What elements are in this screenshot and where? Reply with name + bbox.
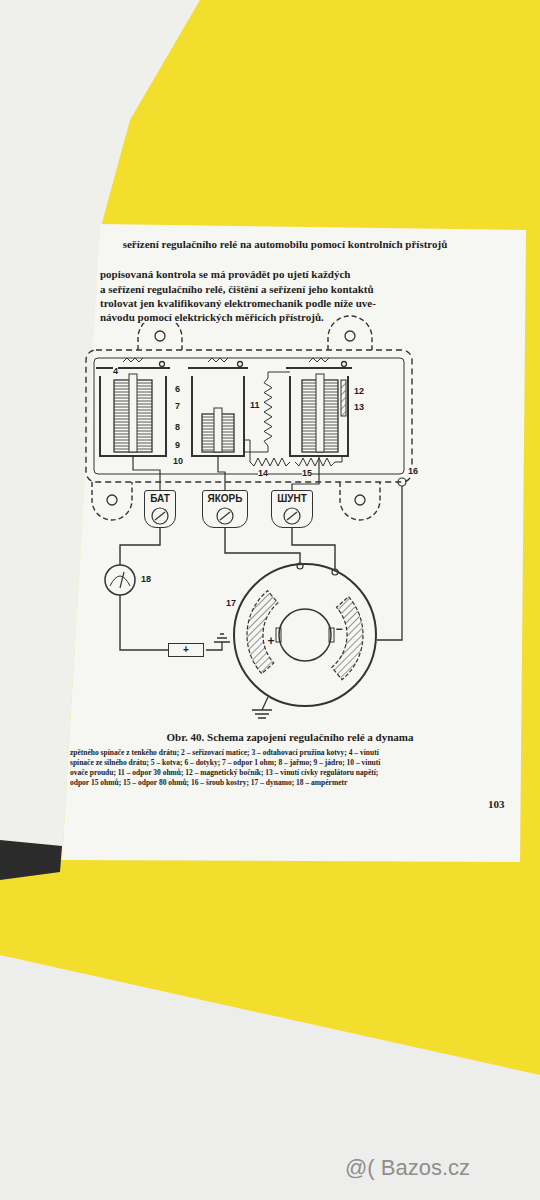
contact: [342, 362, 347, 367]
core: [214, 408, 222, 452]
label-slot: 9: [175, 440, 180, 450]
screw-slot: [287, 512, 297, 520]
mounting-lug: [92, 482, 132, 520]
ground-screw: [398, 478, 406, 486]
polarity-slot: +: [267, 635, 274, 647]
label-slot: zpětného spínače z tenkého drátu; 2 – se…: [70, 748, 379, 757]
book-page: [62, 224, 526, 862]
label-slot: spínače ze silného drátu; 5 – kotva; 6 –…: [70, 758, 380, 767]
wire: [133, 456, 160, 490]
label-slot: 18: [141, 574, 151, 584]
resistor: [295, 458, 335, 466]
dynamo-terminal: [332, 569, 338, 575]
label-slot: 16: [408, 466, 418, 476]
contact-spring: [123, 358, 143, 362]
core: [316, 374, 324, 452]
pole-shoe: [247, 591, 278, 674]
terminal-label: ЯКОРЬ: [207, 493, 244, 505]
label-slot: 13: [354, 402, 364, 412]
label-slot: 103: [488, 798, 505, 810]
label-slot: 4: [113, 366, 118, 376]
label-slot: odpor 15 ohmů; 15 – odpor 80 ohmů; 16 – …: [70, 778, 347, 787]
terminal-screw: [217, 508, 233, 524]
lug-hole: [155, 331, 165, 341]
contact-spring: [208, 358, 228, 362]
label-slot: 17: [226, 598, 236, 608]
wire: [377, 486, 402, 640]
label-slot: 15: [302, 468, 312, 478]
relay-housing-dashed: [86, 350, 412, 482]
screw-slot: [220, 512, 230, 520]
ammeter-needle: [120, 572, 124, 588]
core: [129, 374, 137, 452]
brush: [276, 628, 281, 642]
ground-symbol: [252, 710, 272, 718]
armature: [188, 367, 248, 369]
label-slot: 11: [250, 400, 260, 410]
wire: [244, 372, 342, 462]
label-slot: popisovaná kontrola se má provádět po uj…: [100, 268, 351, 281]
relay-terminal: ШУНТ: [271, 490, 313, 528]
lower-sheet: [0, 955, 540, 1200]
armature-circle: [279, 609, 331, 661]
resistor: [264, 378, 272, 446]
contact: [238, 362, 243, 367]
label-slot: a seřízení regulačního relé, čištění a s…: [100, 283, 374, 296]
terminal-screw: [284, 508, 300, 524]
lug-hole: [345, 331, 355, 341]
resistor: [250, 458, 290, 466]
ammeter-scale: [110, 576, 130, 586]
brush: [329, 628, 334, 642]
mounting-lug: [328, 316, 372, 350]
terminal-screw: [152, 508, 168, 524]
label-slot: 8: [175, 422, 180, 432]
wire-connector: [225, 528, 300, 563]
label-slot: 10: [173, 456, 183, 466]
battery: +: [168, 643, 204, 657]
mounting-lug: [340, 482, 380, 520]
label-slot: 7: [175, 401, 180, 411]
label-slot: ovače proudu; 11 – odpor 30 ohmů; 12 – m…: [70, 768, 378, 777]
lug-hole: [107, 495, 117, 505]
pole-shoe: [332, 597, 363, 680]
dynamo: +−: [233, 563, 377, 707]
battery-ground: [206, 634, 230, 650]
yoke: [192, 376, 244, 456]
label-slot: 12: [354, 386, 364, 396]
ammeter-symbol: [105, 565, 135, 595]
armature: [286, 367, 352, 369]
label-slot: trolovat jen kvalifikovaný elektromechan…: [100, 297, 376, 310]
wire: [292, 456, 319, 490]
screw-slot: [155, 512, 165, 520]
label-slot: návodu pomocí elektrických měřicích přís…: [100, 311, 324, 324]
terminal-label: ШУНТ: [276, 493, 308, 505]
relay-terminal: БАТ: [144, 490, 176, 528]
lug-hole: [355, 495, 365, 505]
contact-spring: [309, 358, 329, 362]
polarity-slot: −: [335, 623, 342, 635]
contact: [160, 362, 165, 367]
label-slot: 14: [258, 468, 268, 478]
base-plate: [94, 358, 404, 474]
label-slot: 6: [175, 384, 180, 394]
relay-terminal: ЯКОРЬ: [202, 490, 249, 528]
ground-wire: [262, 697, 268, 710]
book-binding: [0, 840, 62, 880]
magnetic-shunt: [341, 380, 346, 416]
wire: [218, 456, 225, 490]
terminal-label: БАТ: [149, 493, 171, 505]
label-slot: @( Bazos.cz: [345, 1155, 470, 1181]
polarity-sign: +: [183, 644, 189, 656]
armature: [96, 367, 170, 369]
